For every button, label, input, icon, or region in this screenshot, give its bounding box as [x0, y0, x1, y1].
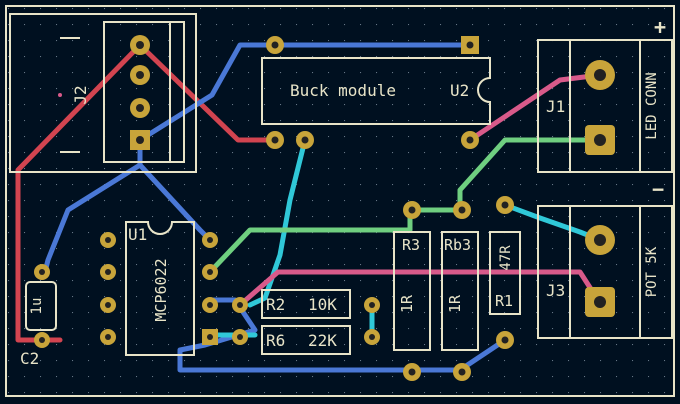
trace-blue-top [137, 42, 473, 143]
r6-label: R6 [266, 331, 285, 350]
u1-outline [125, 221, 195, 356]
r6-outline [261, 325, 351, 355]
c2-label: C2 [20, 349, 39, 368]
c2-value-label: 1u [29, 298, 45, 315]
u2-label: U2 [450, 81, 469, 100]
silkscreen-outlines [9, 13, 673, 356]
r1-label: R1 [495, 292, 513, 310]
trace-red-to-buck [137, 42, 278, 143]
silkscreen-labels: + − J2 Buck module U2 J1 LED CONN J3 POT… [20, 15, 666, 368]
pot-5k-label: POT 5K [644, 246, 660, 297]
minus-label: − [652, 177, 664, 201]
r1-outline [489, 231, 521, 315]
trace-green [207, 137, 603, 275]
r2-outline [261, 289, 351, 319]
buck-module-label: Buck module [290, 81, 396, 100]
j2-body [103, 21, 185, 163]
board-outline [5, 5, 675, 397]
j3-label: J3 [546, 281, 565, 300]
u1-label: U1 [128, 225, 147, 244]
r1-value-label: 47R [498, 245, 514, 271]
mcp6022-label: MCP6022 [152, 258, 170, 321]
r3-label: R3 [402, 236, 420, 254]
j2-origin-marker [58, 93, 62, 97]
r2-label: R2 [266, 295, 285, 314]
trace-cyan-left [247, 137, 308, 308]
plus-label: + [654, 15, 666, 39]
rb3-outline [441, 231, 479, 351]
j3-outline [537, 205, 673, 339]
j2-label: J2 [71, 85, 90, 104]
r3-value-label: 1R [398, 294, 416, 313]
c2-outline [25, 281, 57, 331]
r6-value-label: 22K [308, 331, 337, 350]
pads [34, 35, 615, 381]
buck-module-outline [261, 57, 491, 125]
r3-outline [393, 231, 431, 351]
rb3-value-label: 1R [446, 294, 464, 313]
j1-outline [537, 39, 673, 173]
j1-label: J1 [546, 97, 565, 116]
j2-outline [9, 13, 197, 173]
rb3-label: Rb3 [444, 236, 471, 254]
trace-blue-c2 [42, 162, 143, 275]
led-conn-label: LED CONN [644, 72, 660, 139]
r2-value-label: 10K [308, 295, 337, 314]
